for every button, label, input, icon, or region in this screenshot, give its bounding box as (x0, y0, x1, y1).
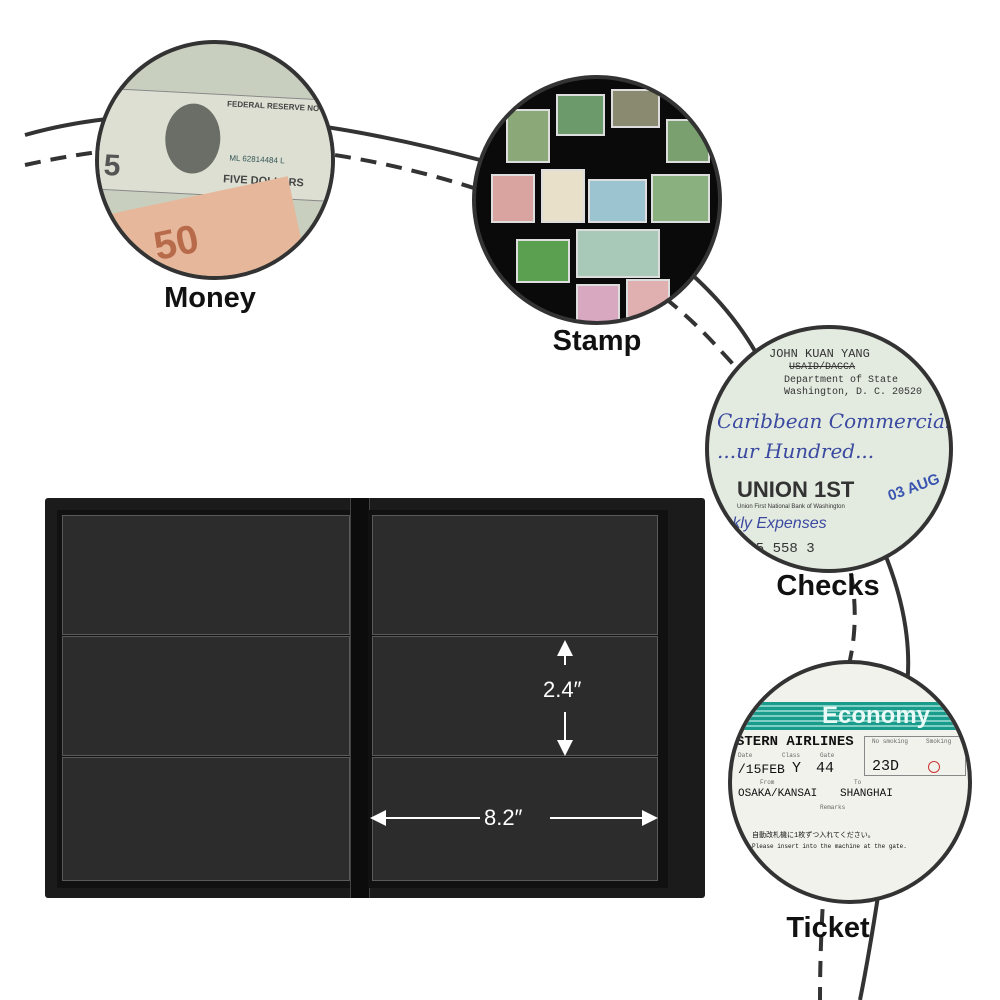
stamp (611, 89, 660, 128)
check-line3: Department of State (784, 375, 899, 386)
stamp (491, 174, 535, 223)
pocket (372, 636, 658, 756)
ticket-seat-box (864, 736, 966, 776)
stamp-circle (472, 75, 722, 325)
pocket (372, 515, 658, 635)
pocket (62, 515, 350, 635)
width-dimension: 8.2″ (484, 805, 523, 830)
stamp (576, 284, 620, 321)
stamp (666, 119, 710, 163)
ticket-smoking-label: Smoking (926, 738, 952, 745)
ticket-class-label: Class (782, 752, 801, 759)
ticket-gate-label: Gate (820, 752, 835, 759)
ticket-airline: STERN AIRLINES (736, 734, 854, 750)
label-checks: Checks (776, 570, 880, 602)
label-money: Money (164, 282, 256, 314)
check-line2: USAID/DACCA (789, 362, 856, 373)
check-line4: Washington, D. C. 20520 (784, 387, 923, 398)
stamp (626, 279, 670, 318)
check-micr: ⑆ 5 558 3 (739, 541, 815, 557)
ticket-to-label: To (854, 779, 862, 786)
ticket-to: SHANGHAI (840, 788, 893, 800)
check-memo: ...kly Expenses (719, 515, 827, 532)
pocket (62, 757, 350, 881)
ticket-header-band (732, 702, 968, 730)
checks-circle: JOHN KUAN YANG USAID/DACCA Department of… (705, 325, 953, 573)
ticket-class-header: Economy (822, 702, 931, 729)
ticket-circle: Economy STERN AIRLINES Date Class Gate N… (728, 660, 972, 904)
ticket-date: /15FEB (738, 762, 785, 777)
right-page (368, 510, 668, 888)
check-bank-sub: Union First National Bank of Washington (737, 504, 845, 510)
stamp (651, 174, 710, 223)
ticket-class: Y (792, 760, 802, 777)
no-smoking-icon (928, 761, 940, 773)
check-payee: Caribbean Commercial (717, 409, 952, 433)
ticket-notice-en: Please insert into the machine at the ga… (752, 843, 907, 850)
check-amount: ...ur Hundred... (717, 439, 875, 463)
stamp (516, 239, 570, 283)
ticket-from-label: From (760, 779, 775, 786)
ticket-notice-jp: 自動改札機に1枚ずつ入れてください。 (752, 832, 875, 840)
label-stamp: Stamp (552, 325, 642, 357)
stamp (576, 229, 660, 278)
ticket-from: OSAKA/KANSAI (738, 788, 818, 800)
stamp (556, 94, 605, 136)
pocket (62, 636, 350, 756)
ticket-no-smoking-label: No smoking (872, 738, 909, 745)
ticket-seat: 23D (872, 758, 900, 775)
stamp (588, 179, 647, 223)
money-circle: FEDERAL RESERVE NOTE 5 ML 62814484 L FIV… (95, 40, 335, 280)
left-page (57, 510, 350, 888)
ticket-gate: 44 (816, 760, 835, 777)
label-ticket: Ticket (786, 912, 870, 944)
photo-album (45, 498, 705, 898)
ticket-remarks-label: Remarks (820, 804, 846, 811)
check-bank-logo: UNION 1ST (737, 477, 855, 502)
height-dimension: 2.4″ (543, 677, 582, 702)
ticket-date-label: Date (738, 752, 753, 759)
stamp (541, 169, 585, 223)
stamp (506, 109, 550, 163)
check-name: JOHN KUAN YANG (769, 347, 870, 361)
